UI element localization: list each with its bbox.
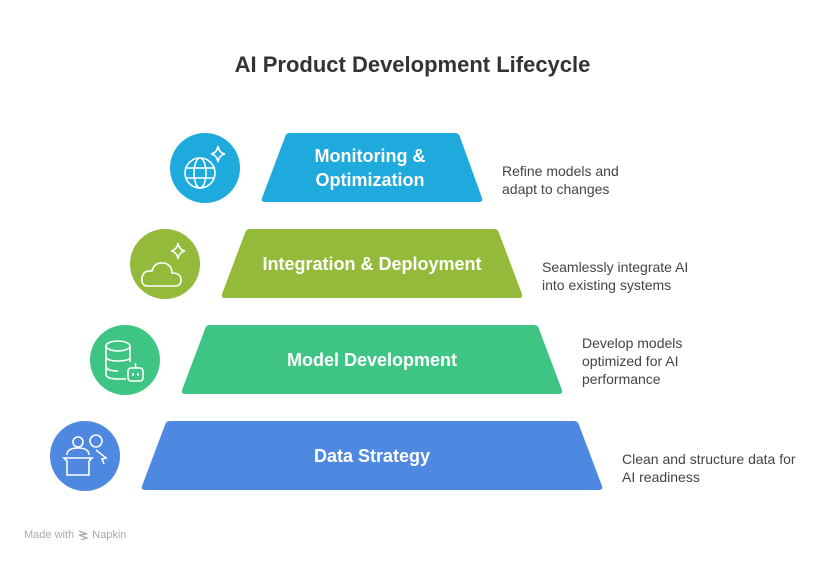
footer-brand: Napkin xyxy=(92,529,127,541)
tier-monitoring-label: Monitoring & Optimization xyxy=(314,146,426,190)
tier-integration-description: Seamlessly integrate AI into existing sy… xyxy=(542,259,689,293)
footer-attribution: Made with Napkin xyxy=(24,529,126,541)
tier-data-description: Clean and structure data for AI readines… xyxy=(622,451,796,485)
tier-model-label: Model Development xyxy=(286,350,458,370)
cloud-sparkle-icon xyxy=(141,242,186,287)
page-title: AI Product Development Lifecycle xyxy=(234,52,591,77)
tier-data-label: Data Strategy xyxy=(313,446,431,466)
tier-integration-shape xyxy=(221,229,523,298)
globe-sparkle-icon xyxy=(184,145,226,189)
tier-data-shape xyxy=(141,421,603,490)
tier-integration-label: Integration & Deployment xyxy=(262,254,482,274)
database-robot-icon xyxy=(105,340,144,382)
tier-monitoring-shape xyxy=(261,133,483,202)
tier-data-icon-circle xyxy=(50,421,120,491)
tier-model-description: Develop models optimized for AI performa… xyxy=(582,335,683,387)
footer-made-with: Made with xyxy=(24,529,75,541)
tier-model-shape xyxy=(181,325,563,394)
tier-monitoring-description: Refine models and adapt to changes xyxy=(502,163,619,197)
presenter-users-icon xyxy=(62,434,108,476)
napkin-logo-icon xyxy=(78,530,89,540)
